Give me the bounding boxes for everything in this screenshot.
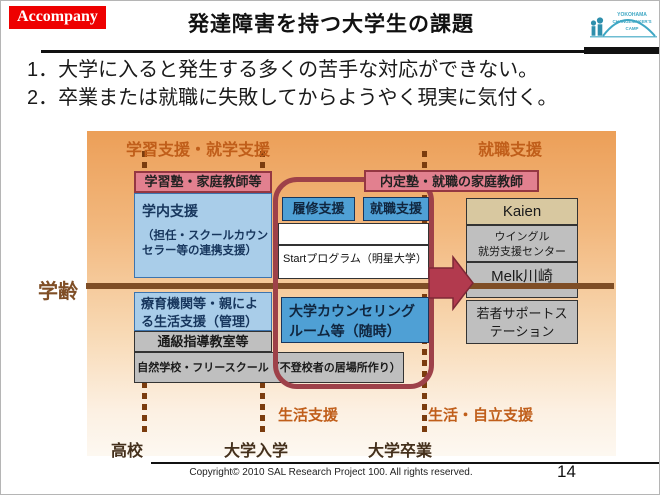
box-shushoku-support: 就職支援 bbox=[363, 197, 429, 221]
box-campus-support: 学内支援 （担任・スクールカウン セラー等の連携支援） bbox=[134, 193, 272, 278]
person-icon bbox=[590, 20, 597, 26]
box-juku: 学習塾・家庭教師等 bbox=[134, 171, 272, 193]
timeline-label-univ-grad: 大学卒業 bbox=[368, 443, 433, 460]
timeline-label-univ-entry: 大学入学 bbox=[224, 443, 289, 460]
copyright-text: Copyright© 2010 SAL Research Project 100… bbox=[189, 467, 473, 478]
label-study-support: 学習支援・就学支援 bbox=[126, 142, 271, 159]
label-life-support: 生活支援 bbox=[278, 407, 339, 424]
intro-points: 1．大学に入ると発生する多くの苦手な対応ができない。 2．卒業または就職に失敗し… bbox=[27, 56, 647, 112]
box-wingle: ウイングル 就労支援センター bbox=[466, 225, 578, 262]
person-icon bbox=[596, 17, 604, 24]
accompany-logo: Accompany bbox=[9, 6, 106, 29]
dashed-line-univ-grad bbox=[422, 151, 427, 433]
box-wakamono-support: 若者サポートス テーション bbox=[466, 300, 578, 344]
yokohama-changemakers-camp-logo: YOKOHAMA CHANGEMAKER'S CAMP bbox=[590, 12, 657, 38]
header-divider bbox=[41, 50, 586, 53]
header-divider-accent bbox=[584, 47, 659, 54]
box-start-program: Startプログラム（明星大学） bbox=[278, 245, 429, 279]
axis-label-school-age: 学齢 bbox=[38, 281, 78, 303]
footer-divider bbox=[151, 462, 659, 464]
intro-point-1: 1．大学に入ると発生する多くの苦手な対応ができない。 bbox=[27, 59, 539, 81]
box-risyu-support: 履修支援 bbox=[282, 197, 355, 221]
label-life-independence-support: 生活・自立支援 bbox=[428, 407, 534, 424]
page-number: 14 bbox=[557, 462, 576, 481]
logo-text-camp: CAMP bbox=[626, 26, 639, 31]
bridge-arc-icon bbox=[602, 19, 656, 37]
box-naitei-juku: 内定塾・就職の家庭教師 bbox=[364, 170, 539, 192]
age-axis-line bbox=[86, 283, 614, 289]
intro-point-2: 2．卒業または就職に失敗してからようやく現実に気付く。 bbox=[27, 87, 558, 109]
logo-text-yokohama: YOKOHAMA bbox=[617, 12, 647, 18]
label-job-support: 就職支援 bbox=[478, 142, 543, 159]
box-freeschool: 自然学校・フリースクール（不登校者の居場所作り） bbox=[134, 352, 404, 383]
box-campus-sub: （担任・スクールカウン セラー等の連携支援） bbox=[142, 230, 269, 257]
transition-arrow-icon bbox=[428, 255, 474, 311]
box-melk: Melk川崎 bbox=[466, 262, 578, 298]
university-period-frame bbox=[273, 177, 434, 389]
box-ryoiku: 療育機関等・親によ る生活支援（管理） bbox=[134, 292, 272, 331]
box-kaien: Kaien bbox=[466, 198, 578, 225]
timeline-label-highschool: 高校 bbox=[111, 443, 144, 460]
page-title: 発達障害を持つ大学生の課題 bbox=[188, 13, 474, 36]
box-tsukyu: 通級指導教室等 bbox=[134, 331, 272, 352]
logo-text-changemakers: CHANGEMAKER'S bbox=[612, 19, 651, 24]
box-counseling: 大学カウンセリング ルーム等（随時） bbox=[281, 297, 429, 343]
box-campus-title: 学内支援 bbox=[142, 203, 198, 219]
box-empty-cell bbox=[278, 223, 429, 245]
